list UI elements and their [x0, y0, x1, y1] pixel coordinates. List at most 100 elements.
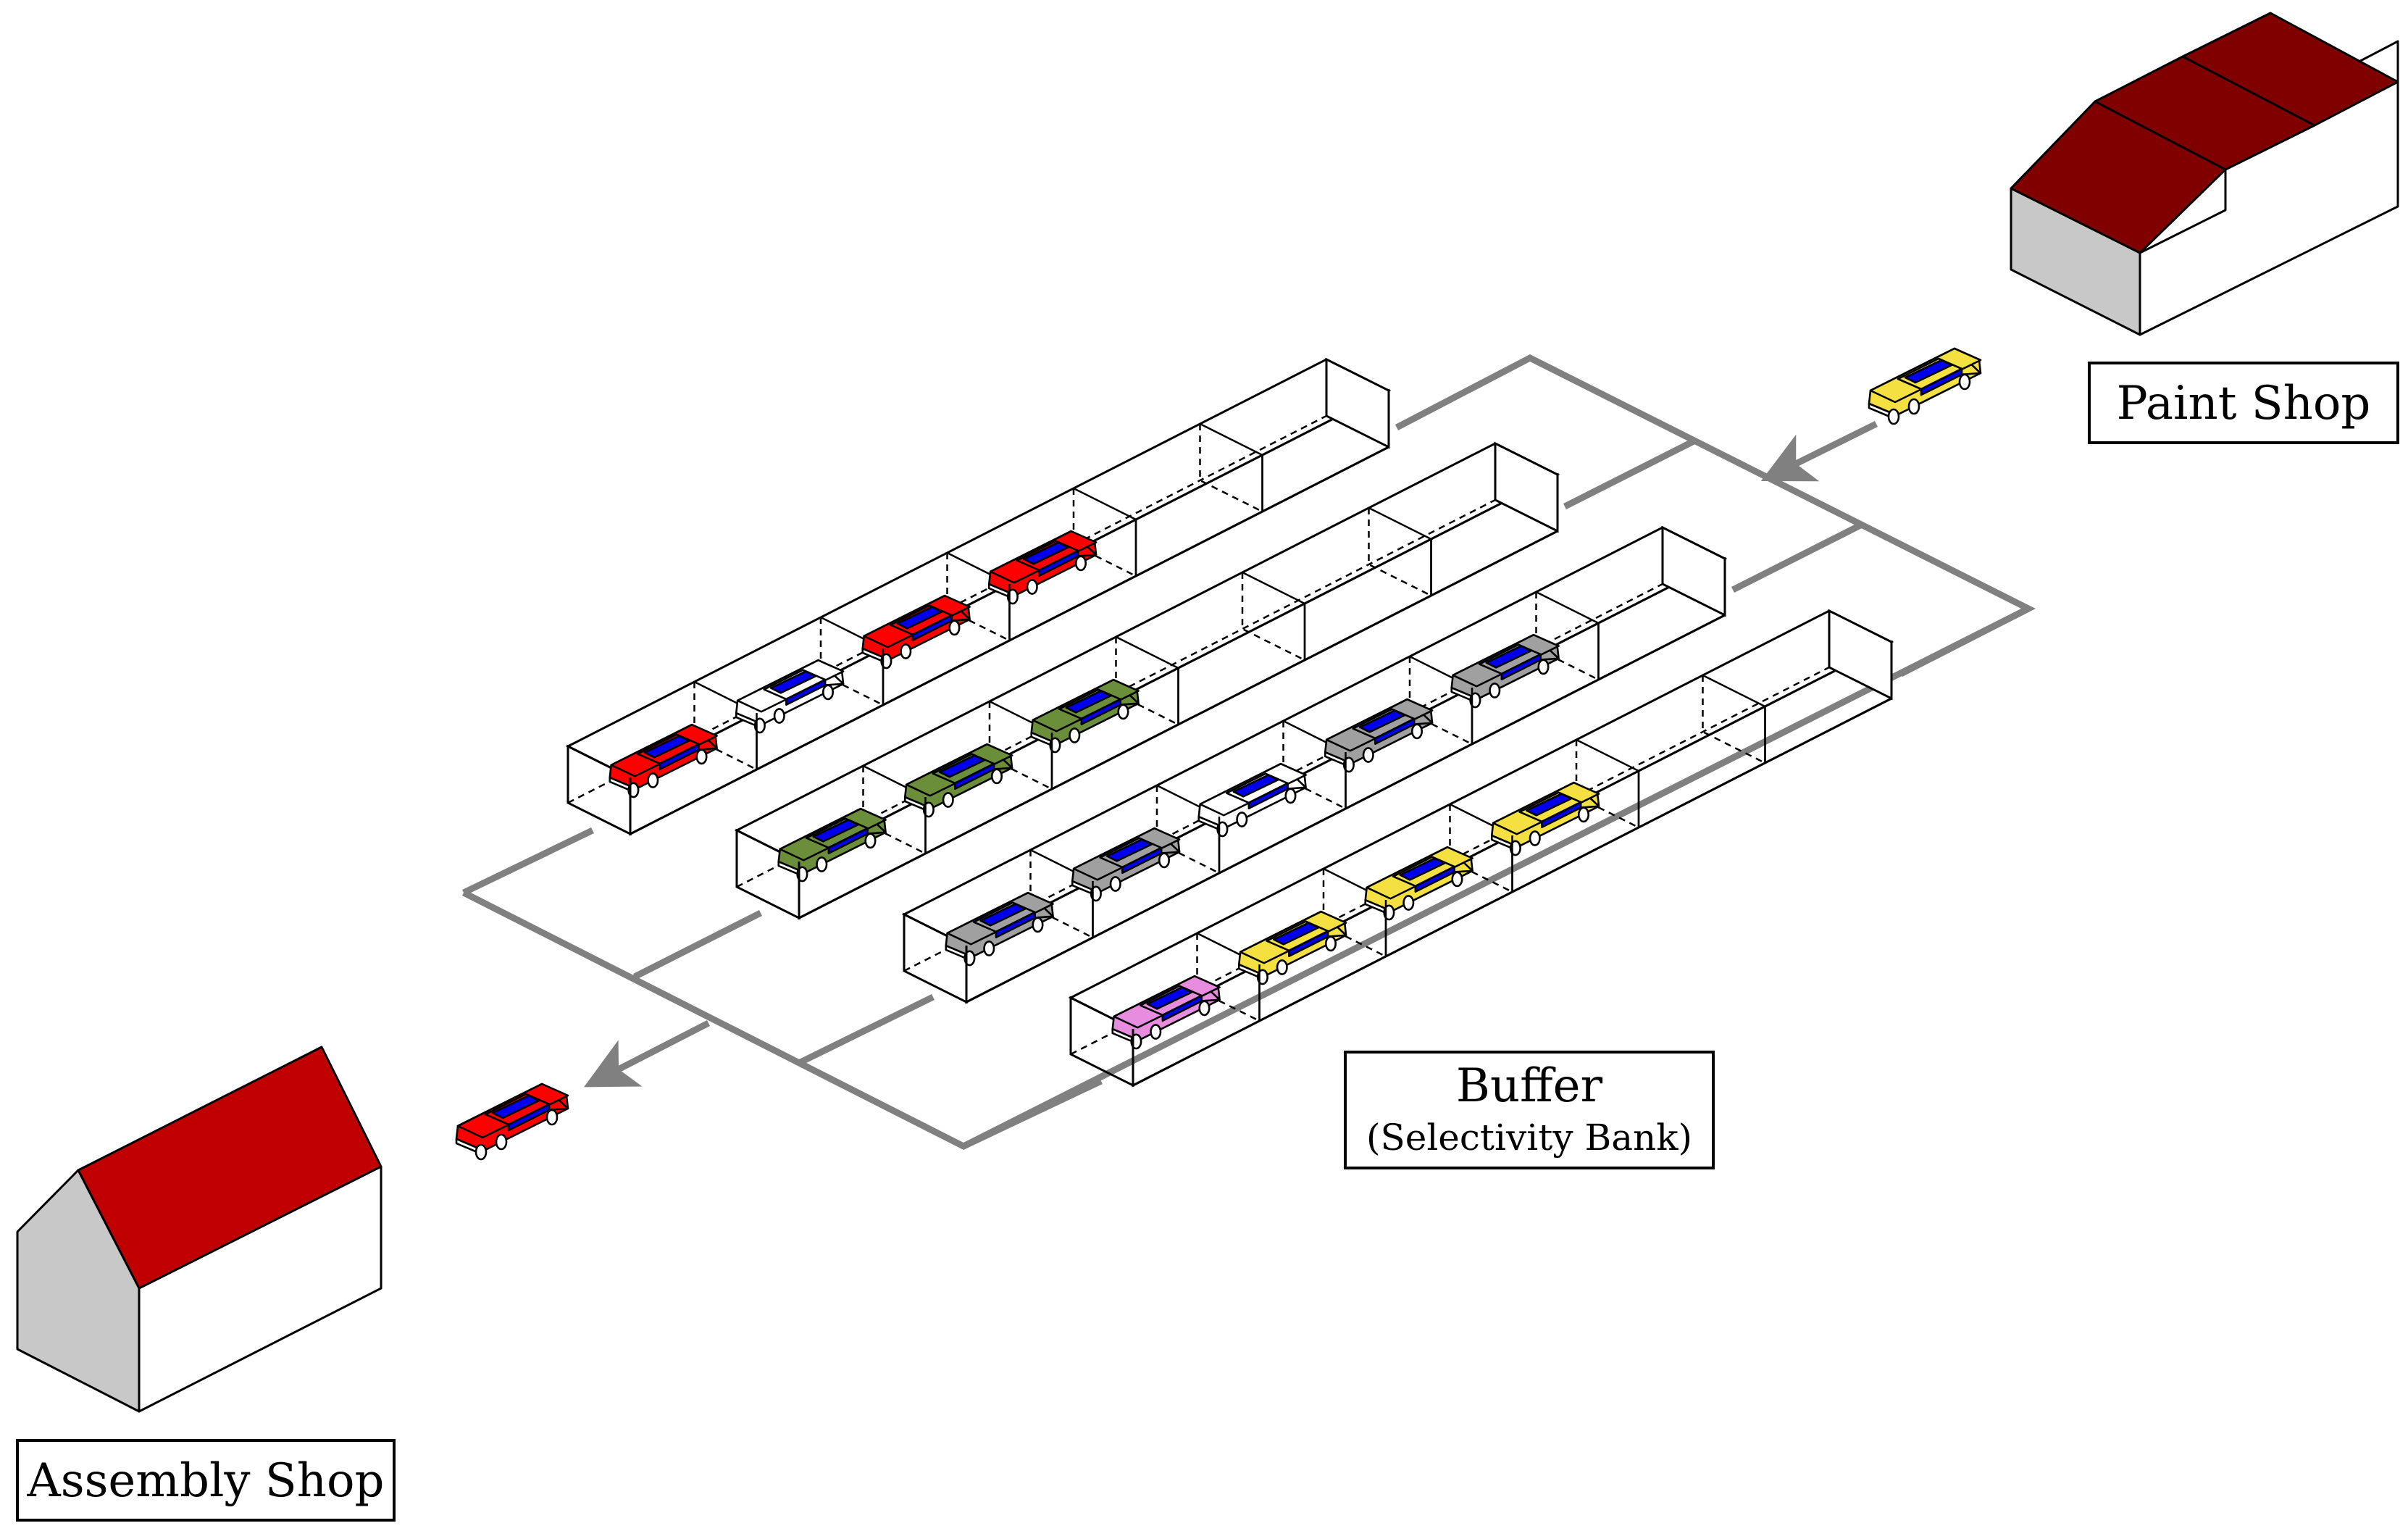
lane-1-car-2-wheel-rear — [822, 684, 834, 701]
assembly-shop-label-text: Assembly Shop — [27, 1454, 385, 1508]
lane-3-car-2 — [1071, 827, 1181, 902]
lane-4-car-1-wheel-rear — [1198, 1000, 1211, 1017]
incoming-car-window — [1904, 359, 1953, 384]
lane-2-car-3 — [1030, 678, 1140, 754]
buffer-label-box — [1344, 1051, 1715, 1169]
incoming-car-windshield — [1920, 367, 1963, 396]
lane-4-far-end — [1828, 609, 1893, 701]
track-lane1-front — [462, 827, 594, 896]
lane-2-car-3-wheel-mid — [1069, 727, 1081, 743]
paint-shop-building — [2010, 12, 2399, 336]
lane-1-car-1 — [609, 723, 718, 798]
lane-4-car-3-window — [1399, 857, 1446, 881]
lane-1-car-4 — [987, 530, 1098, 605]
lane-1-car-1-wheel-mid — [647, 772, 659, 788]
lane-2-car-1-wheel-mid — [816, 856, 828, 872]
assembly-shop-building — [16, 1046, 382, 1413]
lane-3-car-3-wheel-rear — [1284, 788, 1297, 804]
outgoing-car-window — [491, 1094, 540, 1119]
lane-2-car-3-window — [1065, 690, 1112, 714]
loose-cars — [455, 347, 1982, 1161]
lane-1-car-1-window — [643, 735, 690, 759]
paint-shop-roof-3 — [2181, 12, 2399, 127]
lane-3-car-1-wheel-rear — [1032, 917, 1044, 933]
paint-shop-label: Paint Shop — [2088, 362, 2399, 444]
lane-3-car-4-wheel-mid — [1362, 747, 1374, 763]
lane-1-car-1-wheel-rear — [695, 748, 708, 765]
incoming-car-wheel-mid — [1907, 398, 1920, 415]
outgoing-arrow — [583, 1019, 711, 1088]
lane-1-car-4-wheel-rear — [1074, 555, 1087, 572]
paint-shop-label-text: Paint Shop — [2117, 377, 2371, 430]
track-lane4-back — [1899, 605, 2031, 677]
lane-3-car-5-wheel-rear — [1537, 659, 1550, 675]
lane-1-car-4-wheel-mid — [1026, 579, 1038, 595]
buffer-label-title: Buffer — [1456, 1059, 1603, 1113]
lane-3-car-5-wheel-mid — [1489, 683, 1501, 698]
buffer-lanes — [565, 357, 1894, 1088]
track-lane2-back — [1563, 438, 1696, 510]
lane-4-car-1-wheel-mid — [1150, 1024, 1162, 1040]
paint-shop-label-box — [2088, 362, 2399, 444]
flow-arrows — [583, 420, 1878, 1088]
lane-4-car-2-window — [1272, 922, 1319, 946]
lane-3-car-2-window — [1105, 838, 1153, 862]
track-lane3-back — [1731, 522, 1863, 593]
lane-3-car-2-wheel-rear — [1158, 852, 1170, 869]
incoming-car-wheel-rear — [1958, 373, 1971, 391]
incoming-arrow — [1760, 420, 1878, 482]
lane-1-car-4-window — [1022, 541, 1069, 565]
incoming-car — [1868, 347, 1982, 425]
buffer-lane-2 — [734, 441, 1560, 920]
lane-3-car-4-window — [1358, 709, 1405, 733]
outgoing-car — [455, 1082, 569, 1161]
lane-2-car-2-wheel-mid — [942, 792, 954, 808]
lane-4-car-3-wheel-mid — [1402, 895, 1415, 911]
buffer-lane-3 — [901, 525, 1728, 1004]
lane-4-car-1-window — [1146, 986, 1193, 1010]
lane-1-car-3 — [861, 594, 971, 669]
lane-3-far-end — [1661, 525, 1726, 617]
lane-2-car-2-wheel-rear — [990, 768, 1003, 785]
lane-1-car-2-window — [769, 670, 816, 694]
buffer-lane-4 — [1068, 609, 1894, 1088]
lane-4-car-4-wheel-mid — [1529, 830, 1541, 846]
lane-4-car-3-wheel-rear — [1451, 871, 1463, 888]
lane-4-car-2 — [1237, 910, 1347, 985]
lane-4-car-4-wheel-rear — [1577, 806, 1589, 823]
track-lane4-front — [962, 1077, 1103, 1150]
lane-1-car-3-wheel-rear — [948, 620, 961, 636]
lane-3-car-1 — [945, 891, 1054, 967]
outgoing-car-wheel-front — [475, 1143, 488, 1161]
lane-2-far-end — [1494, 441, 1559, 533]
lane-1-far-end — [1325, 357, 1390, 449]
lane-3-car-2-wheel-mid — [1109, 876, 1121, 892]
assembly-shop-label-box — [16, 1439, 396, 1522]
lane-3-car-1-window — [979, 903, 1027, 927]
lane-4-car-2-wheel-rear — [1324, 935, 1337, 952]
outgoing-car-windshield — [507, 1103, 551, 1132]
outgoing-car-wheel-rear — [545, 1109, 559, 1126]
lane-2-car-1-window — [812, 819, 859, 843]
lane-4-car-1 — [1111, 975, 1221, 1050]
lane-1-car-3-window — [896, 606, 943, 630]
lane-3-car-4-wheel-rear — [1410, 723, 1423, 740]
lane-3-car-1-wheel-mid — [983, 940, 995, 956]
lane-1-car-3-wheel-mid — [900, 643, 912, 659]
lane-2-car-1-wheel-rear — [864, 833, 877, 849]
lane-3-car-5-window — [1485, 645, 1532, 669]
lane-4-car-2-wheel-mid — [1276, 959, 1288, 975]
outgoing-car-wheel-mid — [495, 1133, 508, 1151]
buffer-lane-1 — [565, 357, 1392, 836]
track-lane3-front — [799, 993, 935, 1066]
lane-2-car-2 — [903, 743, 1013, 818]
track-lane2-front — [632, 909, 763, 980]
lane-3-car-3-window — [1232, 774, 1279, 798]
assembly-shop-label: Assembly Shop — [16, 1439, 396, 1522]
lane-1-car-2-wheel-mid — [773, 708, 785, 724]
lane-3-car-4 — [1324, 698, 1434, 773]
buffer-label: Buffer (Selectivity Bank) — [1344, 1051, 1715, 1169]
lane-4-car-3 — [1364, 846, 1473, 921]
lane-3-car-3 — [1197, 762, 1307, 838]
